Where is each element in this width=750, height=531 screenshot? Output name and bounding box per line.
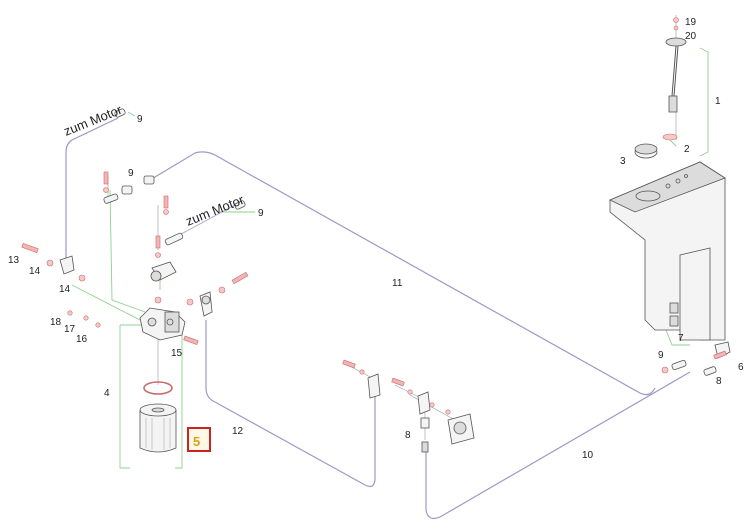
callout-9-top[interactable]: 9 (137, 114, 143, 125)
callout-16[interactable]: 16 (76, 334, 88, 345)
banjo-fitting-upper[interactable] (150, 261, 177, 282)
callout-8-right[interactable]: 8 (716, 376, 722, 387)
callout-4[interactable]: 4 (104, 388, 110, 399)
hose-10[interactable] (425, 371, 691, 520)
fuel-tank[interactable] (609, 161, 726, 341)
annotation-zum-motor-top: zum Motor (62, 102, 125, 139)
callout-5[interactable]: 5 (193, 434, 200, 449)
tank-sender[interactable] (665, 17, 687, 113)
hoses (65, 117, 691, 520)
filter-cartridge[interactable] (139, 403, 177, 453)
callout-1[interactable]: 1 (715, 96, 721, 107)
callout-3[interactable]: 3 (620, 156, 626, 167)
callout-12[interactable]: 12 (232, 426, 244, 437)
callout-6[interactable]: 6 (738, 362, 744, 373)
callout-10[interactable]: 10 (582, 450, 594, 461)
filter-gasket[interactable] (143, 381, 173, 395)
callout-2[interactable]: 2 (684, 144, 690, 155)
callout-5-selected[interactable]: 5 (187, 427, 211, 452)
annotation-zum-motor-mid: zum Motor (184, 192, 247, 229)
callouts: 1 2 3 4 6 7 8 8 9 9 9 9 10 11 12 13 14 1… (8, 17, 744, 461)
callout-13[interactable]: 13 (8, 255, 20, 266)
hose-12[interactable] (205, 320, 376, 488)
callout-11[interactable]: 11 (392, 278, 403, 289)
callout-18[interactable]: 18 (50, 317, 62, 328)
annotations: zum Motor zum Motor (62, 102, 247, 229)
callout-20[interactable]: 20 (685, 31, 697, 42)
fitting-14-left[interactable] (59, 255, 75, 275)
fitting-6[interactable] (713, 341, 731, 360)
callout-9-right[interactable]: 9 (658, 350, 664, 361)
callout-14-upper[interactable]: 14 (29, 266, 41, 277)
filter-head[interactable] (139, 307, 186, 341)
fitting-8-right[interactable] (703, 366, 717, 376)
mid-fittings[interactable] (342, 359, 475, 453)
selection-box (187, 427, 211, 452)
cap-3[interactable] (634, 143, 658, 159)
callout-9-upper[interactable]: 9 (128, 168, 134, 179)
fasteners[interactable] (21, 108, 249, 346)
elbow-fitting-right[interactable] (199, 291, 213, 317)
hose-motor-left[interactable] (65, 117, 119, 258)
fitting-9-right[interactable] (661, 359, 687, 374)
gasket-2[interactable] (662, 133, 678, 141)
callout-14-lower[interactable]: 14 (59, 284, 71, 295)
callout-9-motor[interactable]: 9 (258, 208, 264, 219)
hose-11[interactable] (149, 151, 656, 396)
callout-7[interactable]: 7 (678, 333, 684, 344)
callout-8-mid[interactable]: 8 (405, 430, 411, 441)
callout-15[interactable]: 15 (171, 348, 183, 359)
callout-17[interactable]: 17 (64, 324, 76, 335)
callout-19[interactable]: 19 (685, 17, 697, 28)
